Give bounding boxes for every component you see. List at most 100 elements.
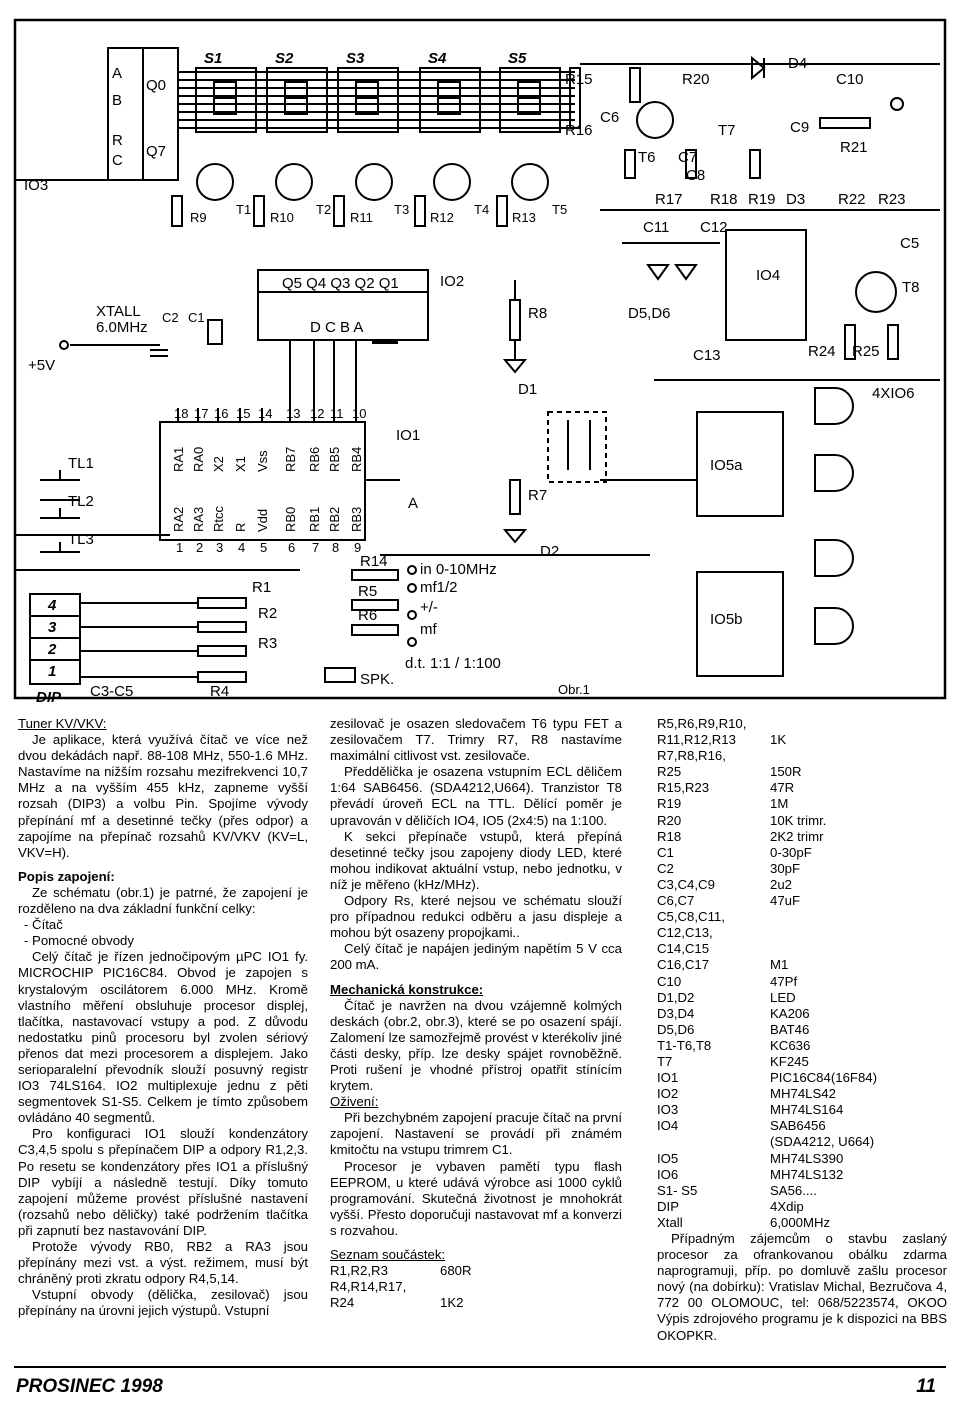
footer-issue: PROSINEC 1998 [16, 1376, 163, 1397]
part-name: T7 [657, 1053, 673, 1069]
paragraph: Odpory Rs, které nejsou ve schématu slou… [330, 893, 622, 941]
tuner-heading: Tuner KV/VKV: [18, 716, 107, 731]
label-c3c5: C3-C5 [90, 683, 133, 700]
part-value: LED [770, 989, 796, 1005]
label-d3: D3 [786, 191, 805, 208]
pic-pin-number: 15 [236, 406, 250, 421]
label-c10: C10 [836, 71, 864, 88]
part-value: (SDA4212, U664) [770, 1134, 875, 1150]
label-t2: T2 [316, 202, 331, 217]
label-t8: T8 [902, 279, 920, 296]
paragraph: zesilovač je osazen sledovačem T6 typu F… [330, 716, 622, 764]
label-tl2: TL2 [68, 493, 94, 510]
pic-pin-label: RB4 [349, 447, 364, 472]
label-io5b: IO5b [710, 611, 743, 628]
parts-row: (SDA4212, U664) [657, 1134, 947, 1150]
label-r5: R5 [358, 583, 377, 600]
label-supply: +5V [28, 357, 55, 374]
part-name: IO5 [657, 1150, 679, 1166]
section-heading: Popis zapojení: [18, 868, 115, 884]
label-r19: R19 [748, 191, 776, 208]
label-xtall: XTALL [96, 303, 141, 320]
pic-pin-number: 12 [310, 406, 324, 421]
label-r13: R13 [512, 210, 536, 225]
label-t5: T5 [552, 202, 567, 217]
paragraph: Při bezchybném zapojení pracuje čítač na… [330, 1110, 622, 1158]
parts-row: R1,R2,R3 680R [330, 1263, 622, 1279]
pic-pin-label: RB3 [349, 507, 364, 532]
label-r7: R7 [528, 487, 547, 504]
part-name: D3,D4 [657, 1005, 695, 1021]
label-t1: T1 [236, 202, 251, 217]
part-name: R18 [657, 828, 682, 844]
pic-pin-number: 13 [286, 406, 300, 421]
label-r18: R18 [710, 191, 738, 208]
part-name: C3,C4,C9 [657, 876, 715, 892]
label-c2: C2 [162, 310, 179, 325]
part-name: IO3 [657, 1102, 679, 1118]
section-heading: Oživení: [330, 1094, 379, 1110]
paragraph: K sekci přepínače vstupů, která přepíná … [330, 828, 622, 892]
pic-pin-label: RB6 [307, 447, 322, 472]
label-r2: R2 [258, 605, 277, 622]
part-value: 1K [770, 732, 787, 748]
label-tl1: TL1 [68, 455, 94, 472]
schematic-frame [13, 18, 947, 700]
parts-row: R7,R8,R16, [657, 748, 947, 764]
part-name: S1- S5 [657, 1182, 698, 1198]
label-c8: C8 [686, 167, 705, 184]
paragraph: Je aplikace, která využívá čítač ve více… [18, 732, 308, 860]
label-r12: R12 [430, 210, 454, 225]
part-value: SAB6456 [770, 1118, 826, 1134]
part-name: C6,C7 [657, 893, 695, 909]
label-io2-outputs: Q5 Q4 Q3 Q2 Q1 [282, 275, 399, 292]
part-value: MH74LS390 [770, 1150, 844, 1166]
label-c5: C5 [900, 235, 919, 252]
column-2: zesilovač je osazen sledovačem T6 typu F… [330, 716, 622, 1311]
label-r21: R21 [840, 139, 868, 156]
pic-pin-number: 3 [216, 540, 223, 555]
pic-pin-label: Rtcc [211, 506, 226, 533]
schematic-diagram: IO3 A B R C Q0 Q7 S1 S2 S3 S4 S5 T1 T2 T… [13, 18, 947, 706]
label-input-a: A [408, 495, 418, 512]
part-name [657, 1134, 770, 1150]
label-c11: C11 [643, 219, 669, 236]
part-name: T1-T6,T8 [657, 1037, 712, 1053]
part-name: R1,R2,R3 [330, 1263, 388, 1279]
label-r6: R6 [358, 607, 377, 624]
label-input-range: in 0-10MHz [420, 561, 497, 578]
label-c12: C12 [700, 219, 728, 236]
pic-pin-label: R [233, 523, 248, 532]
part-name: C14,C15 [657, 941, 710, 957]
pic-pin-number: 18 [174, 406, 188, 421]
part-value: 680R [440, 1263, 472, 1279]
label-spk: SPK. [360, 671, 394, 688]
footer-rule [14, 1366, 946, 1368]
part-value: SA56.... [770, 1182, 817, 1198]
label-d4: D4 [788, 55, 807, 72]
part-name: R25 [657, 764, 682, 780]
label-io2-inputs: D C B A [310, 319, 363, 336]
pic-pin-number: 9 [354, 540, 361, 555]
paragraph: Předdělička je osazena vstupním ECL děli… [330, 764, 622, 828]
label-r3: R3 [258, 635, 277, 652]
part-name: C5,C8,C11, [657, 909, 725, 925]
pic-pin-label: RA3 [191, 507, 206, 532]
